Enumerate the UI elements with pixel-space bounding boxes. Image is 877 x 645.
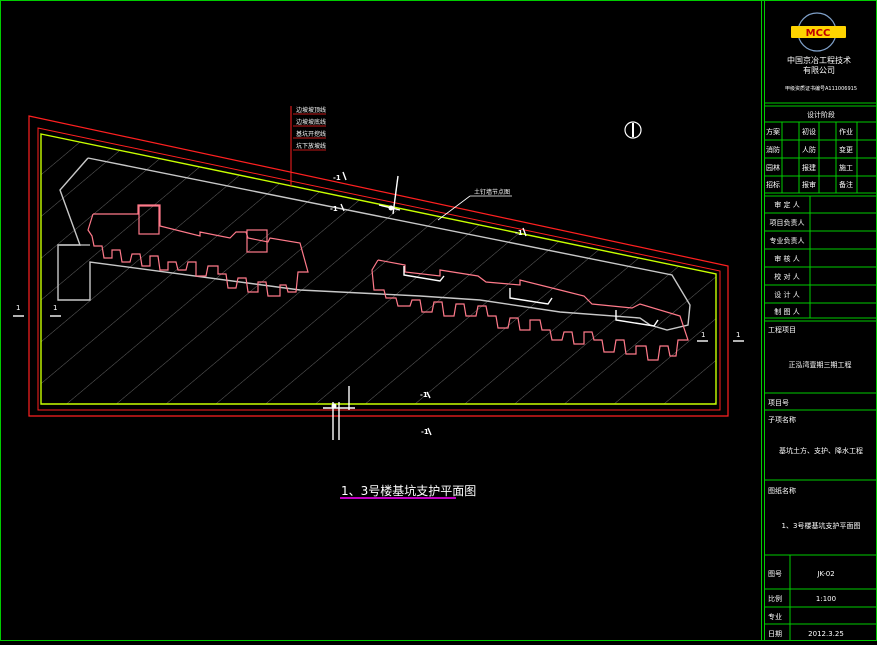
building-block-2 xyxy=(371,259,689,361)
signature-label: 专业负责人 xyxy=(770,236,805,245)
foundation-pit-plan: 土钉墙节点图 边坡坡顶线 边坡坡底线 基坑开挖线 坑下放坡线 1 1 1 1 -… xyxy=(13,106,744,440)
section-mark-left-1: 1 xyxy=(16,304,20,312)
north-arrow xyxy=(624,121,642,139)
section-markers: 1 1 1 1 xyxy=(13,304,744,342)
stage-cell: 施工 xyxy=(839,163,853,172)
signature-rows: 审 定 人 项目负责人 专业负责人 审 核 人 校 对 人 设 计 人 制 图 … xyxy=(770,200,805,316)
stage-cell: 作业 xyxy=(839,127,853,136)
section-mark-left-2: 1 xyxy=(53,304,57,312)
stage-cell: 招标 xyxy=(766,180,780,189)
subitem-value: 基坑土方、支护、降水工程 xyxy=(779,446,863,455)
company-logo: MCC xyxy=(791,12,846,52)
signature-label: 审 定 人 xyxy=(774,200,799,209)
signature-label: 审 核 人 xyxy=(774,254,799,263)
stage-cell: 报审 xyxy=(802,180,816,189)
cut-label-5: -1 xyxy=(421,428,429,436)
meta-value-scale: 1:100 xyxy=(816,595,836,603)
survey-point-marker xyxy=(331,403,337,409)
legend-item-4: 坑下放坡线 xyxy=(296,142,326,150)
project-value: 正泓湾壹期三期工程 xyxy=(789,360,852,369)
pit-hatch xyxy=(41,134,716,404)
stage-cell: 人防 xyxy=(802,145,816,154)
company-logo-text: MCC xyxy=(806,28,831,39)
cut-label-2: -1 xyxy=(330,205,338,213)
meta-label-date: 日期 xyxy=(768,630,782,638)
cut-label-1: -1 xyxy=(333,174,341,182)
section-mark-right-1: 1 xyxy=(701,331,705,339)
outer-boundary-line xyxy=(28,115,729,417)
meta-label-discipline: 专业 xyxy=(768,612,782,621)
legend-item-3: 基坑开挖线 xyxy=(296,130,326,138)
meta-rows: 图号 JK-02 比例 1:100 专业 日期 2012.3.25 xyxy=(768,570,844,638)
slope-crest-line xyxy=(40,133,717,405)
meta-value-date: 2012.3.25 xyxy=(808,630,844,638)
stage-cell: 初设 xyxy=(802,127,816,136)
drawing-name-label: 图纸名称 xyxy=(768,486,796,495)
building-inner-white xyxy=(403,266,659,327)
excavation-line xyxy=(37,127,721,411)
meta-label-drawing-no: 图号 xyxy=(768,570,782,578)
title-block xyxy=(764,102,877,641)
signature-label: 项目负责人 xyxy=(770,218,805,227)
subitem-label: 子项名称 xyxy=(768,415,796,424)
signature-label: 制 图 人 xyxy=(774,307,799,316)
legend-item-2: 边坡坡底线 xyxy=(296,118,326,126)
line-legend: 边坡坡顶线 边坡坡底线 基坑开挖线 坑下放坡线 xyxy=(290,106,326,186)
stage-cell: 报建 xyxy=(802,163,816,172)
stage-cell: 变更 xyxy=(839,145,853,154)
leader-label: 土钉墙节点图 xyxy=(474,188,510,196)
drawing-name-value: 1、3号楼基坑支护平面图 xyxy=(782,521,861,530)
cut-marks xyxy=(323,171,527,440)
cut-label-4: -1 xyxy=(420,391,428,399)
stage-cell: 方案 xyxy=(766,127,780,136)
leader-line xyxy=(437,195,471,221)
cut-label-3: -1 xyxy=(515,229,523,237)
company-name-1: 中国京冶工程技术 xyxy=(787,55,851,65)
survey-point-marker-2 xyxy=(388,205,394,211)
cut-labels: -1 -1 -1 -1 -1 xyxy=(330,174,523,436)
meta-value-drawing-no: JK-02 xyxy=(816,570,834,578)
stage-grid: 方案 初设 作业 消防 人防 变更 园林 报建 施工 招标 报审 备注 xyxy=(766,127,853,189)
stage-cell: 消防 xyxy=(766,145,780,154)
company-name-2: 有限公司 xyxy=(803,65,835,75)
stage-cell: 园林 xyxy=(766,163,780,172)
site-boundary xyxy=(57,157,691,331)
meta-label-scale: 比例 xyxy=(768,594,782,603)
project-number-label: 项目号 xyxy=(768,399,789,407)
section-mark-right-2: 1 xyxy=(736,331,740,339)
building-block-1 xyxy=(87,204,309,297)
drawing-title: 1、3号楼基坑支护平面图 xyxy=(341,483,476,498)
design-stage-title: 设计阶段 xyxy=(807,110,835,119)
stage-cell: 备注 xyxy=(839,180,853,189)
signature-label: 校 对 人 xyxy=(774,272,799,281)
north-arrow-icon xyxy=(624,121,642,139)
signature-label: 设 计 人 xyxy=(774,290,799,299)
project-label: 工程项目 xyxy=(768,325,796,334)
legend-item-1: 边坡坡顶线 xyxy=(296,106,326,114)
company-cert: 甲级资质证书编号A111006915 xyxy=(785,85,857,92)
